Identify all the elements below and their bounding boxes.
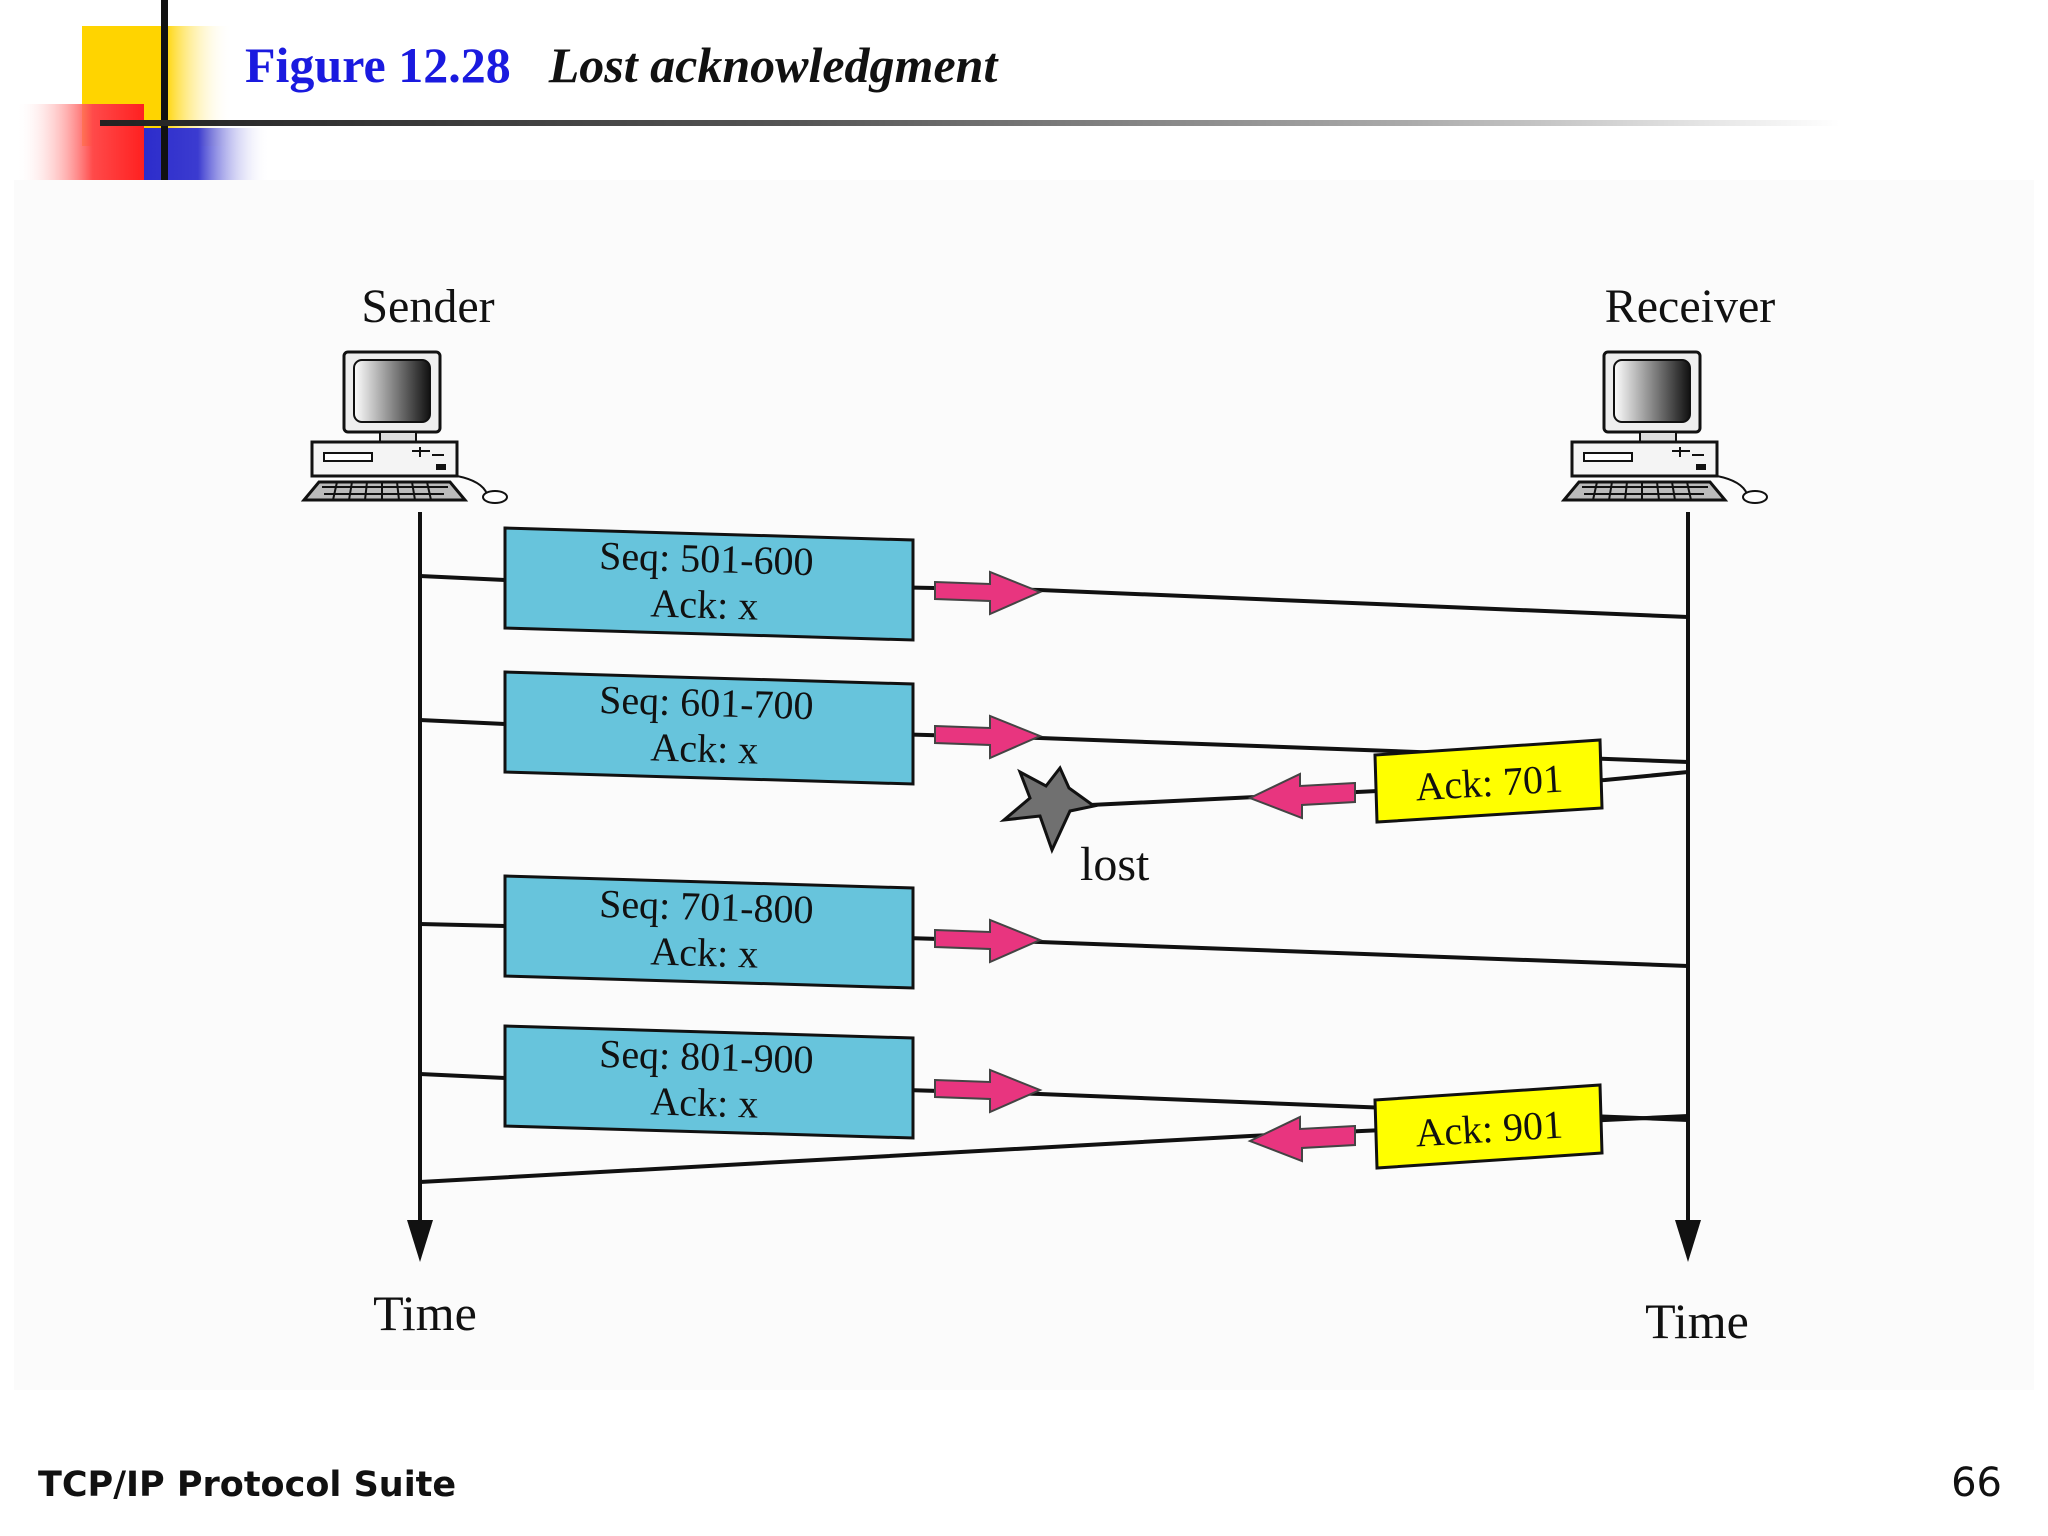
ack-901-label: Ack: 901 <box>1414 1102 1564 1156</box>
title-rule <box>100 120 1840 126</box>
segment-1-seq: Seq: 501-600 <box>599 533 815 584</box>
ack-701-lost: Ack: 701 lost <box>999 738 1689 891</box>
segment-4: Seq: 801-900 Ack: x <box>419 1024 1689 1140</box>
segment-2-ack: Ack: x <box>650 724 759 772</box>
segment-4-direction-arrow <box>934 1068 1043 1114</box>
segment-1-direction-arrow <box>934 570 1043 616</box>
slide-title: Figure 12.28 Lost acknowledgment <box>245 30 997 100</box>
segment-2: Seq: 601-700 Ack: x <box>419 670 1689 786</box>
segment-3: Seq: 701-800 Ack: x <box>419 874 1689 990</box>
page-number: 66 <box>1951 1460 2002 1506</box>
receiver-label: Receiver <box>1605 280 1776 333</box>
segment-2-direction-arrow <box>934 714 1043 760</box>
segment-1-box <box>503 526 915 642</box>
segment-1-ack: Ack: x <box>650 580 759 628</box>
segment-2-box <box>503 670 915 786</box>
ack-701-direction-arrow <box>1247 772 1356 820</box>
segment-1: Seq: 501-600 Ack: x <box>419 526 1689 642</box>
ack-701-path <box>1069 770 1689 808</box>
figure-number: Figure 12.28 <box>245 37 511 93</box>
corner-decoration <box>16 0 300 240</box>
sender-time-arrowhead <box>407 1220 433 1262</box>
figure-caption: Lost acknowledgment <box>548 37 998 93</box>
segment-4-ack: Ack: x <box>650 1078 759 1126</box>
segment-4-seq: Seq: 801-900 <box>599 1031 815 1082</box>
ack-901-direction-arrow <box>1247 1115 1356 1163</box>
ack-701-box <box>1373 738 1604 824</box>
ack-701-label: Ack: 701 <box>1414 756 1564 810</box>
sender-time-label: Time <box>373 1285 477 1341</box>
sender-label: Sender <box>361 280 494 333</box>
lost-label: lost <box>1080 838 1150 891</box>
receiver-computer-icon <box>1562 350 1769 505</box>
segment-3-direction-arrow <box>934 918 1043 964</box>
segment-2-seq: Seq: 601-700 <box>599 677 815 728</box>
receiver-time-arrowhead <box>1675 1220 1701 1262</box>
segment-3-seq: Seq: 701-800 <box>599 881 815 932</box>
ack-901-delivered: Ack: 901 <box>419 1083 1689 1184</box>
segment-3-box <box>503 874 915 990</box>
lost-star-icon <box>999 765 1098 854</box>
footer-title: TCP/IP Protocol Suite <box>38 1465 457 1505</box>
ack-901-box <box>1373 1083 1604 1170</box>
sender-computer-icon <box>302 350 509 505</box>
segment-4-box <box>503 1024 915 1140</box>
segment-3-ack: Ack: x <box>650 928 759 976</box>
receiver-time-label: Time <box>1645 1293 1749 1349</box>
